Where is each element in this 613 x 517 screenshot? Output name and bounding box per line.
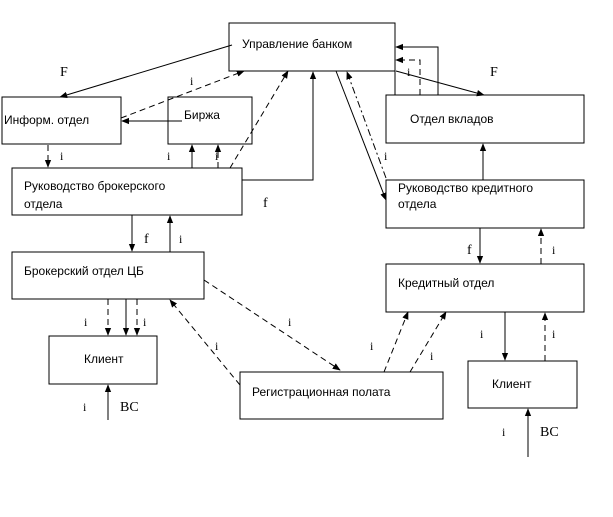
- tag-i-2: i: [407, 65, 411, 79]
- node-broker-management-label-1: Руководство брокерского: [24, 179, 166, 193]
- node-credit-management-label-1: Руководство кредитного: [398, 181, 533, 195]
- tag-i-14: i: [430, 349, 434, 363]
- arrow-registration-to-broker-dept: [169, 299, 241, 386]
- tag-i-13: i: [370, 339, 374, 353]
- arrow-broker-dept-to-registration: [203, 279, 341, 371]
- arrow-bank-to-info: [59, 44, 233, 98]
- tag-bc-left: BC: [120, 400, 139, 415]
- tag-f-1: f: [263, 196, 268, 211]
- tag-i-3: i: [60, 149, 64, 163]
- node-credit-management[interactable]: Руководство кредитного отдела: [385, 179, 585, 229]
- node-broker-dept-cb[interactable]: Брокерский отдел ЦБ: [11, 251, 205, 300]
- tag-i-1: i: [190, 74, 194, 88]
- tag-i-8: i: [552, 243, 556, 257]
- tag-i-17: i: [83, 400, 87, 414]
- tag-i-4: i: [167, 149, 171, 163]
- arrow-bank-to-deposit: [395, 70, 485, 97]
- tag-i-10: i: [143, 315, 147, 329]
- node-broker-dept-cb-label: Брокерский отдел ЦБ: [24, 264, 144, 278]
- tag-i-6: i: [384, 149, 388, 163]
- node-broker-management[interactable]: Руководство брокерского отдела: [11, 167, 243, 216]
- node-client-right[interactable]: Клиент: [467, 360, 578, 409]
- node-info-dept-label: Информ. отдел: [4, 113, 89, 127]
- node-bank-management-label: Управление банком: [242, 37, 352, 51]
- tag-i-12: i: [215, 339, 219, 353]
- tag-i-16: i: [552, 327, 556, 341]
- tag-i-9: i: [84, 315, 88, 329]
- arrow-broker-mgmt-to-bank-info: [229, 70, 289, 169]
- arrow-credit-mgmt-to-bank: [346, 71, 387, 179]
- arrow-bank-to-credit-mgmt: [335, 70, 387, 201]
- node-credit-dept-label: Кредитный отдел: [398, 276, 494, 290]
- node-registration[interactable]: Регистрационная полата: [239, 371, 444, 420]
- arrow-broker-mgmt-to-bank: [242, 71, 317, 181]
- arrow-registration-to-credit-dept-2: [409, 311, 447, 373]
- tag-bc-right: BC: [540, 425, 559, 440]
- node-bank-management[interactable]: Управление банком: [228, 22, 396, 72]
- tag-f-2: f: [144, 232, 149, 247]
- node-deposit-dept[interactable]: Отдел вкладов: [385, 94, 585, 144]
- connectors: [44, 43, 549, 457]
- node-credit-dept[interactable]: Кредитный отдел: [385, 263, 585, 313]
- node-client-left-label: Клиент: [84, 352, 124, 366]
- node-broker-management-label-2: отдела: [24, 197, 63, 211]
- arrow-deposit-to-bank: [395, 43, 439, 95]
- node-client-left[interactable]: Клиент: [48, 335, 158, 385]
- node-client-right-label: Клиент: [492, 377, 532, 391]
- node-deposit-dept-label: Отдел вкладов: [410, 112, 494, 126]
- node-registration-label: Регистрационная полата: [252, 385, 391, 399]
- tag-i-7: i: [179, 232, 183, 246]
- tag-i-11: i: [288, 315, 292, 329]
- node-exchange-label: Биржа: [184, 108, 220, 122]
- tag-F-right: F: [490, 65, 498, 80]
- tag-i-18: i: [502, 425, 506, 439]
- node-credit-management-label-2: отдела: [398, 197, 437, 211]
- arrow-deposit-to-bank-info: [395, 56, 421, 95]
- node-info-dept[interactable]: Информ. отдел: [1, 96, 122, 145]
- arrow-info-to-bank: [120, 70, 245, 119]
- arrow-registration-to-credit-dept: [383, 311, 409, 373]
- tag-f-3: f: [467, 243, 472, 258]
- tag-i-5: i: [215, 149, 219, 163]
- tag-i-15: i: [480, 327, 484, 341]
- flow-tags: F F i i i i i i f f i f i i i i i i i i …: [60, 65, 559, 440]
- tag-F-left: F: [60, 65, 68, 80]
